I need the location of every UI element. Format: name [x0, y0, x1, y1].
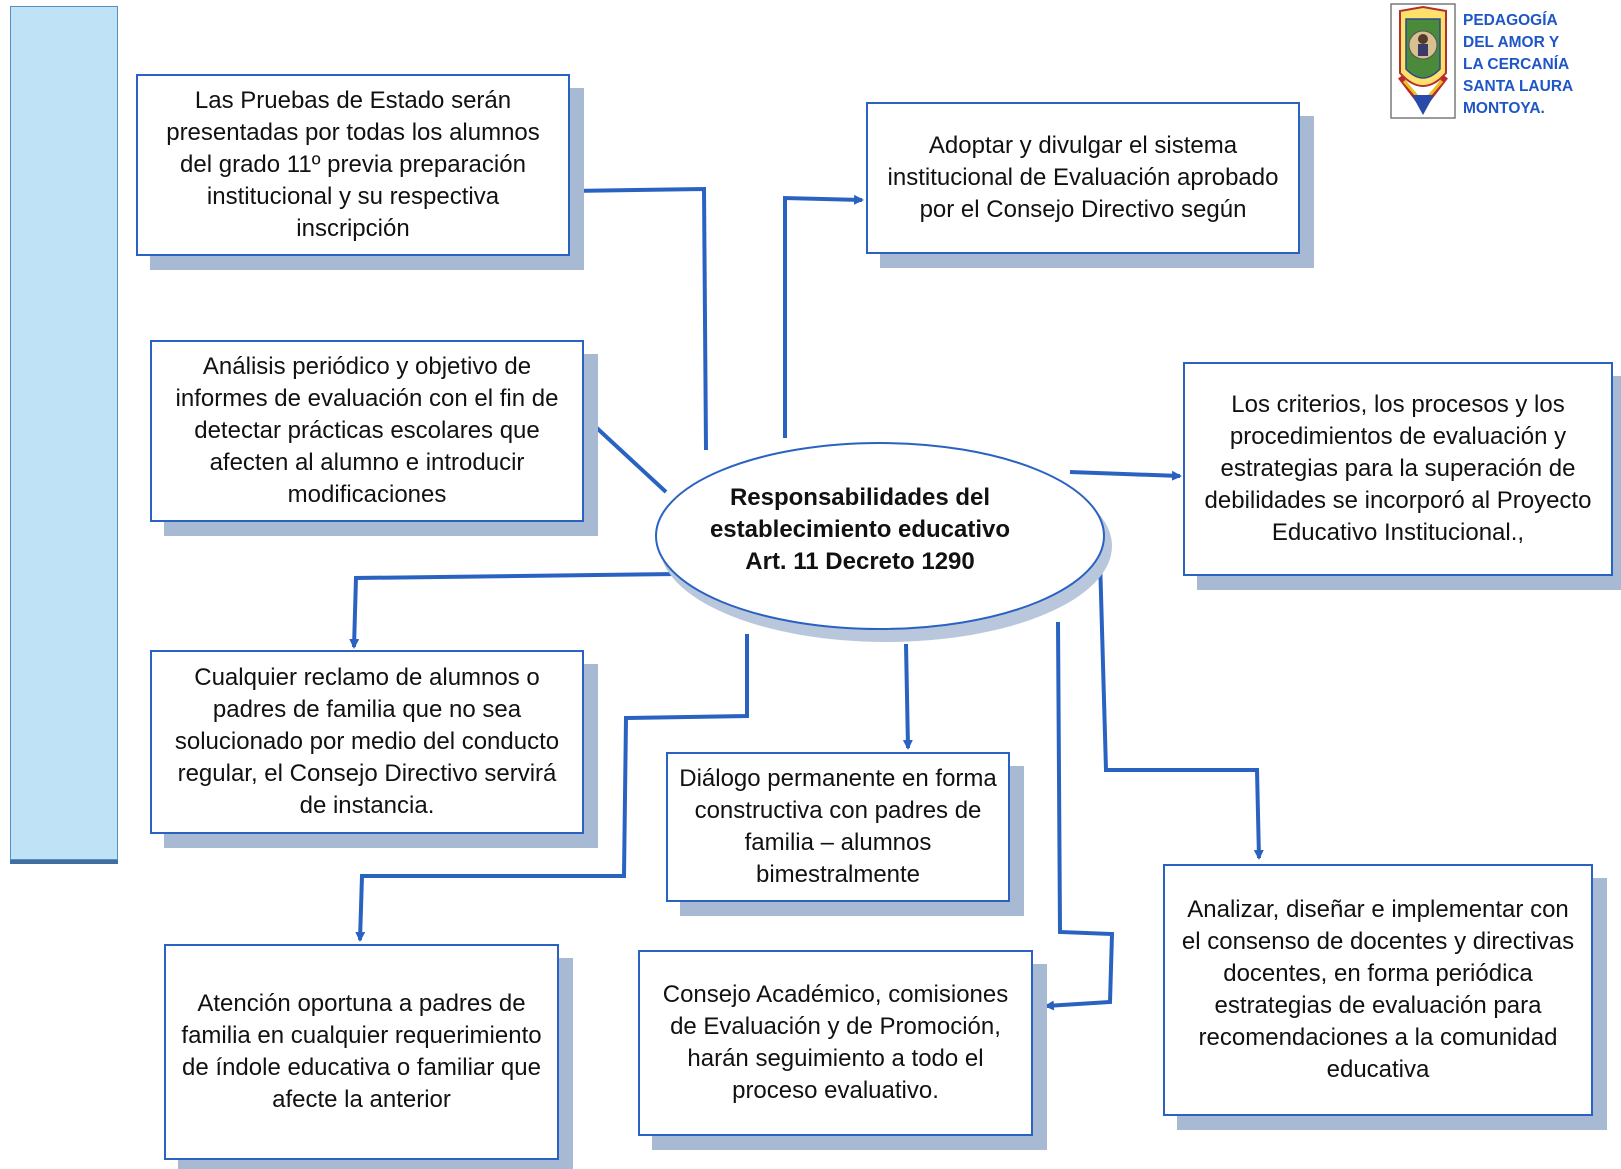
logo-line-3: LA CERCANÍA: [1463, 56, 1570, 73]
node-reclamo-alumnos: Cualquier reclamo de alumnos o padres de…: [150, 650, 584, 834]
center-node-line2: establecimiento educativo: [709, 516, 1011, 543]
arrow-to-pruebas: [568, 185, 708, 451]
center-ellipse: [655, 442, 1105, 630]
node-criterios-procesos-text: Los criterios, los procesos y los proced…: [1204, 391, 1592, 546]
node-pruebas-estado: Las Pruebas de Estado serán presentadas …: [136, 74, 570, 256]
arrow-to-consejo: [1044, 621, 1115, 1011]
node-analisis-periodico-text: Análisis periódico y objetivo de informe…: [175, 353, 559, 508]
side-panel: [10, 6, 118, 860]
node-dialogo-permanente: Diálogo permanente en forma constructiva…: [666, 752, 1010, 902]
logo-line-5: MONTOYA.: [1463, 100, 1545, 117]
arrow-to-reclamo: [349, 572, 679, 649]
node-criterios-procesos: Los criterios, los procesos y los proced…: [1183, 362, 1613, 576]
node-reclamo-alumnos-text: Cualquier reclamo de alumnos o padres de…: [174, 664, 560, 819]
node-atencion-oportuna-text: Atención oportuna a padres de familia en…: [181, 990, 542, 1113]
center-node-line1: Responsabilidades del: [729, 484, 991, 511]
logo-line-1: PEDAGOGÍA: [1463, 12, 1558, 29]
node-consejo-academico-text: Consejo Académico, comisiones de Evaluac…: [662, 981, 1009, 1104]
node-consejo-academico: Consejo Académico, comisiones de Evaluac…: [638, 950, 1033, 1136]
node-dialogo-permanente-text: Diálogo permanente en forma constructiva…: [679, 765, 997, 888]
logo-text: PEDAGOGÍA DEL AMOR Y LA CERCANÍA SANTA L…: [1463, 10, 1621, 120]
center-node-line3: Art. 11 Decreto 1290: [745, 548, 975, 575]
center-node: Responsabilidades del establecimiento ed…: [640, 440, 1080, 620]
node-analisis-periodico: Análisis periódico y objetivo de informe…: [150, 340, 584, 522]
arrow-to-atencion: [355, 634, 749, 942]
logo-line-2: DEL AMOR Y: [1463, 34, 1560, 51]
node-adoptar-sistema: Adoptar y divulgar el sistema institucio…: [866, 102, 1300, 254]
node-analizar-disenar: Analizar, diseñar e implementar con el c…: [1163, 864, 1593, 1116]
arrow-to-analizar: [1098, 558, 1264, 860]
arrow-to-dialogo: [902, 643, 913, 750]
arrow-to-criterios: [1069, 470, 1182, 481]
arrow-to-adoptar: [783, 194, 864, 438]
logo-line-4: SANTA LAURA: [1463, 78, 1574, 95]
node-pruebas-estado-text: Las Pruebas de Estado serán presentadas …: [166, 87, 540, 242]
school-crest-logo: [1390, 3, 1456, 119]
arrow-to-analisis: [584, 416, 668, 494]
node-adoptar-sistema-text: Adoptar y divulgar el sistema institucio…: [887, 132, 1279, 223]
node-atencion-oportuna: Atención oportuna a padres de familia en…: [164, 944, 559, 1160]
node-analizar-disenar-text: Analizar, diseñar e implementar con el c…: [1181, 896, 1575, 1083]
